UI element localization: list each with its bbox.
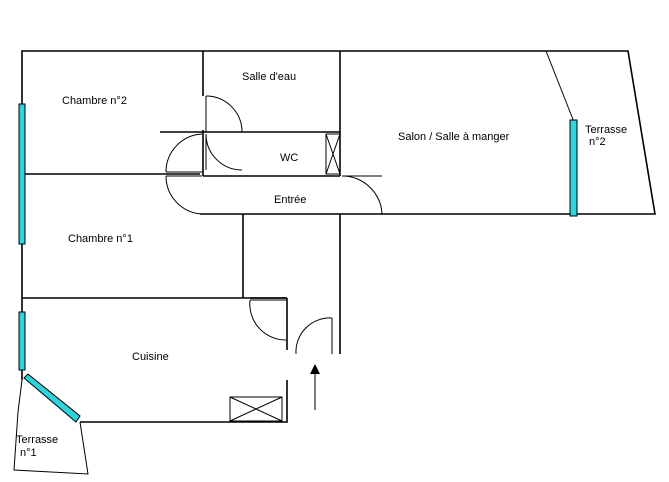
- room-label-salle-eau: Salle d'eau: [242, 71, 296, 83]
- doors: [165, 95, 383, 355]
- room-label-terrasse-2-number: n°2: [589, 136, 606, 148]
- room-label-cuisine: Cuisine: [132, 351, 169, 363]
- entrance-arrow-icon: [310, 364, 320, 410]
- room-label-terrasse-2: Terrasse: [585, 124, 627, 136]
- room-label-terrasse-1: Terrasse: [16, 434, 58, 446]
- room-label-chambre-2: Chambre n°2: [62, 95, 127, 107]
- ventilation-shaft-icon: [229, 133, 341, 422]
- room-label-chambre-1: Chambre n°1: [68, 233, 133, 245]
- room-label-entree: Entrée: [274, 194, 306, 206]
- terrasse-1-outline: [13, 379, 89, 475]
- terrasse-2-divider: [545, 50, 575, 123]
- room-label-wc: WC: [280, 152, 298, 164]
- windows: [18, 103, 578, 423]
- interior-walls: [22, 51, 341, 350]
- room-label-terrasse-1-number: n°1: [20, 447, 37, 459]
- room-label-salon: Salon / Salle à manger: [398, 131, 510, 143]
